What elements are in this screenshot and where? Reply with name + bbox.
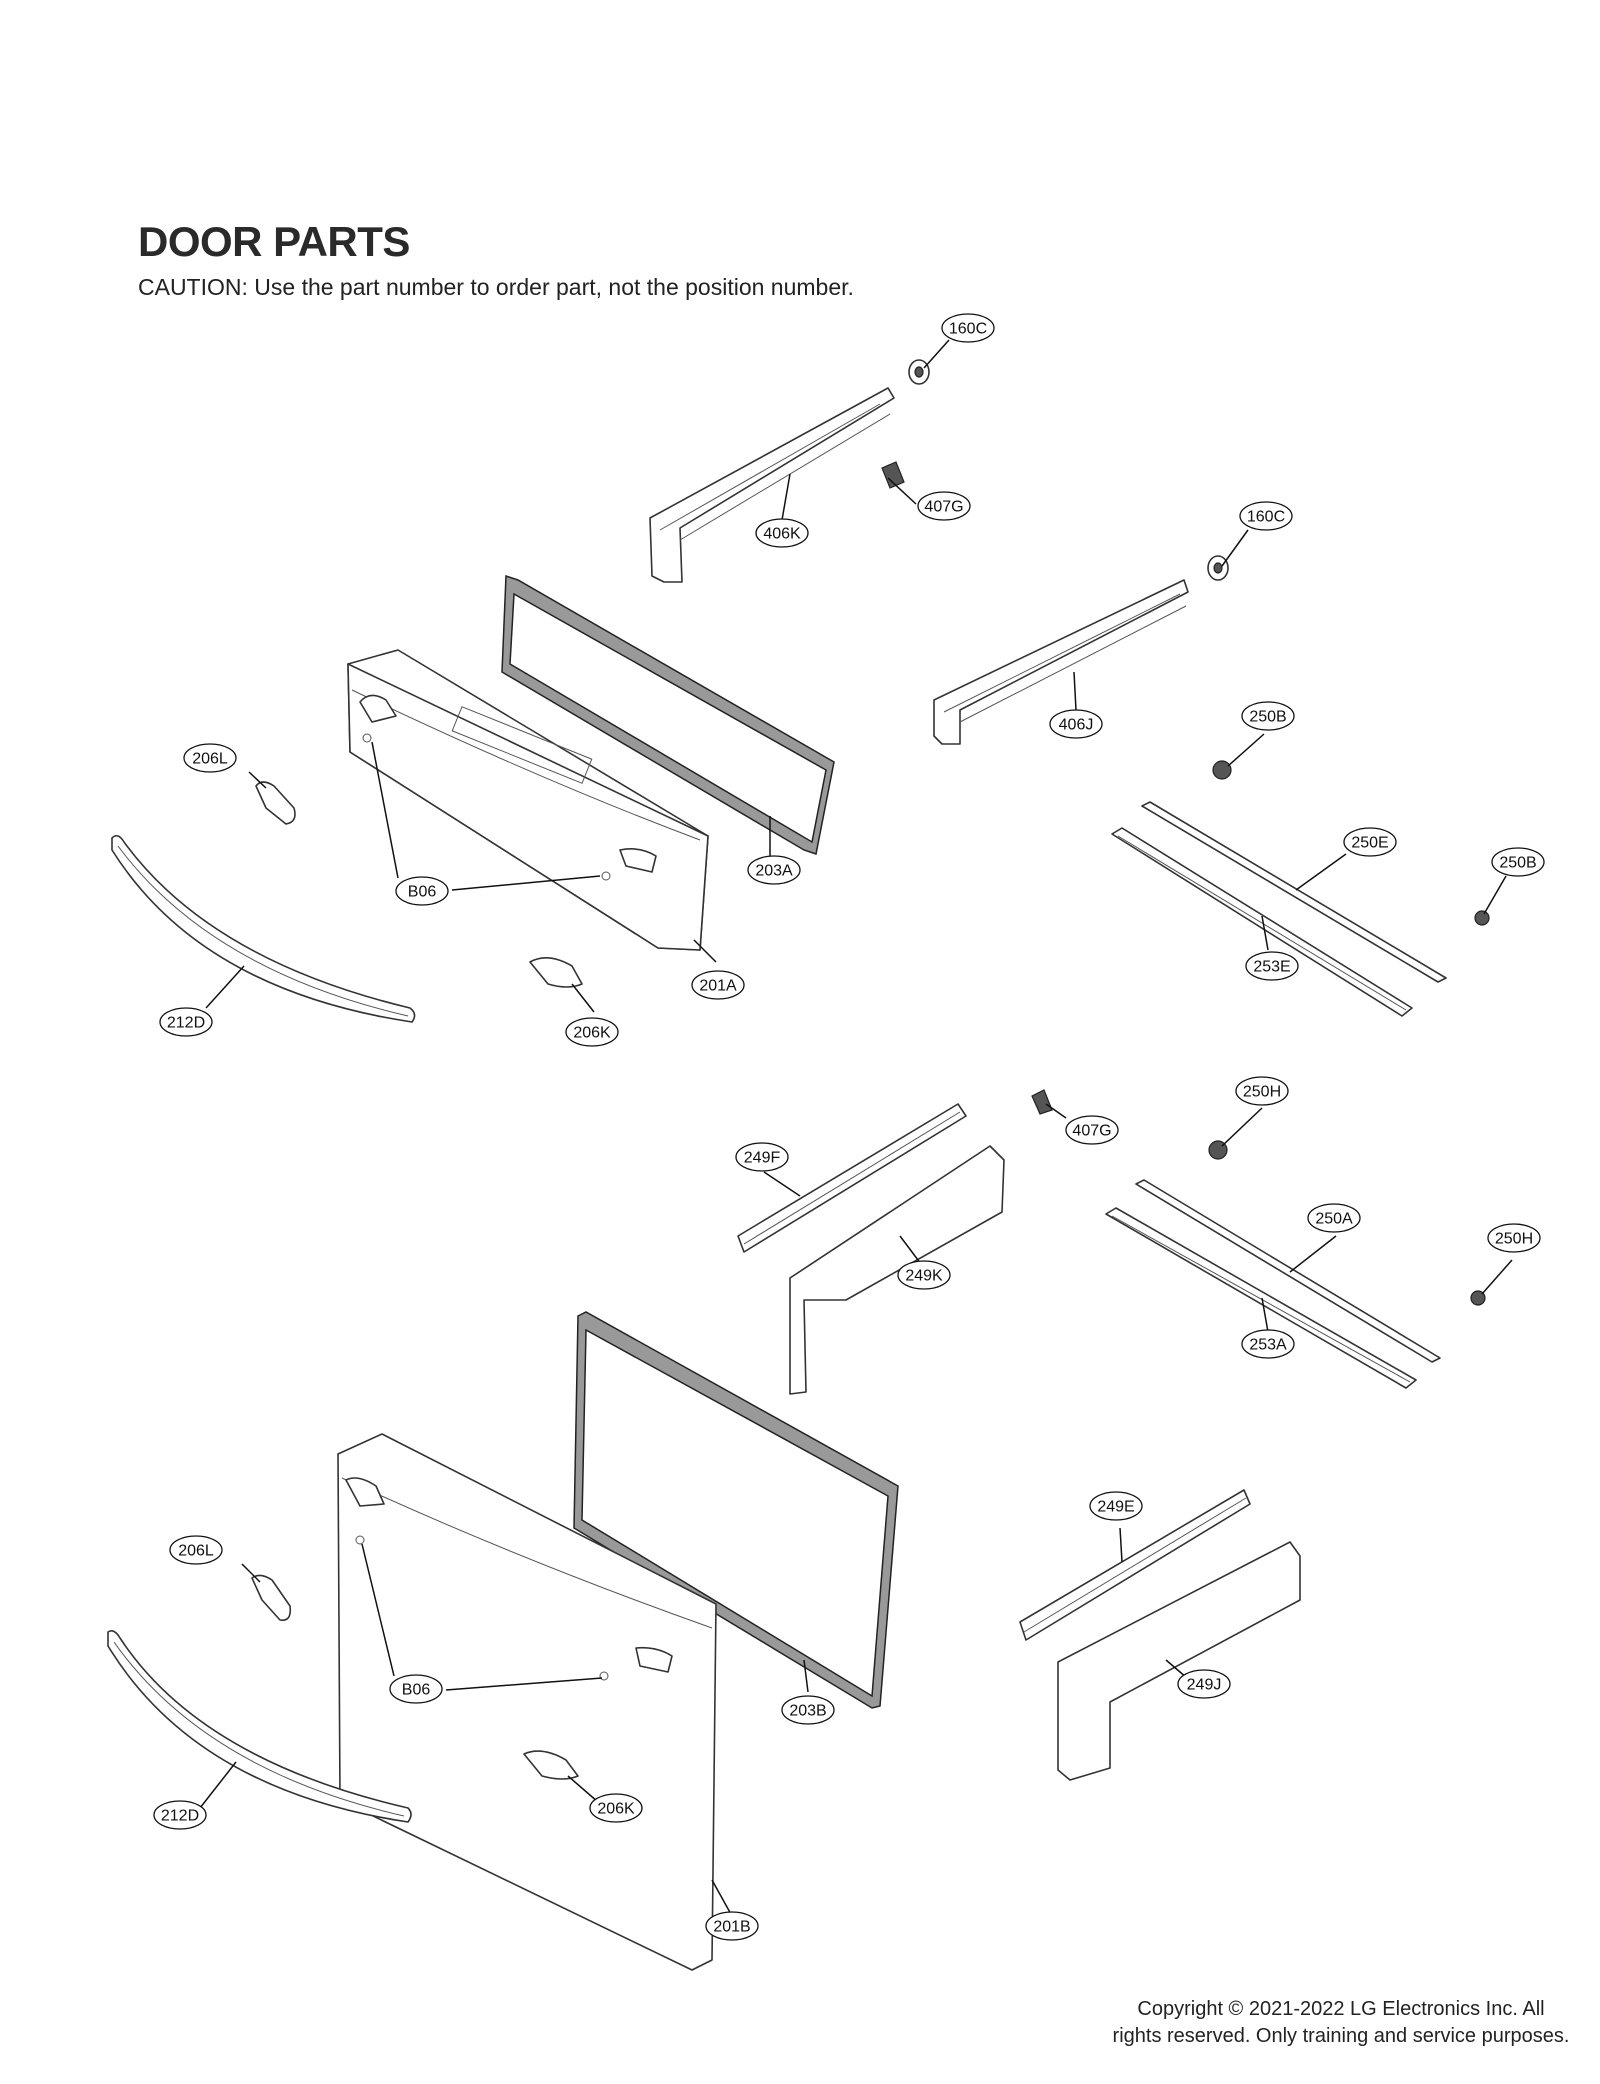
- part-249j-bracket: [1057, 1541, 1301, 1781]
- part-253e-rack: [1111, 827, 1413, 1017]
- callout-label: 249K: [905, 1268, 943, 1285]
- part-406k-rail: [649, 387, 895, 583]
- part-250b-gear-upper: [1212, 760, 1232, 780]
- part-160c-wheel-second: [1207, 555, 1229, 581]
- callout-160c: 160C: [1239, 501, 1293, 531]
- part-249e-slide: [1019, 1489, 1251, 1641]
- part-160c-wheel-top: [908, 359, 930, 385]
- callout-250e: 250E: [1343, 827, 1397, 857]
- callout-label: 407G: [924, 499, 963, 516]
- part-407g-clip-top: [881, 461, 905, 489]
- callout-b06: B06: [395, 876, 449, 906]
- part-206k-upper: [529, 957, 583, 988]
- callout-250h: 250H: [1487, 1223, 1541, 1253]
- callout-407g: 407G: [1065, 1115, 1119, 1145]
- page-title: DOOR PARTS: [138, 218, 410, 265]
- callout-203a: 203A: [747, 855, 801, 885]
- callout-label: 206L: [178, 1543, 214, 1560]
- part-249f-slide: [737, 1103, 967, 1253]
- callout-label: 249F: [744, 1150, 781, 1167]
- part-212d-lower: [107, 1630, 412, 1823]
- callout-label: 250H: [1495, 1231, 1533, 1248]
- callout-250a: 250A: [1307, 1203, 1361, 1233]
- caution-note: CAUTION: Use the part number to order pa…: [138, 274, 854, 300]
- callout-label: 201B: [713, 1919, 750, 1936]
- callout-label: 407G: [1072, 1123, 1111, 1140]
- part-406j-rail: [933, 579, 1189, 745]
- callout-label: 203A: [755, 863, 793, 880]
- callout-label: 212D: [167, 1015, 205, 1032]
- callout-249f: 249F: [735, 1142, 789, 1172]
- callout-201a: 201A: [691, 970, 745, 1000]
- callout-label: B06: [408, 884, 437, 901]
- callout-206k: 206K: [565, 1017, 619, 1047]
- callout-249k: 249K: [897, 1260, 951, 1290]
- callout-label: 253A: [1249, 1337, 1287, 1354]
- part-203a-upper: [501, 574, 835, 855]
- callout-label: B06: [402, 1682, 431, 1699]
- callout-label: 250B: [1249, 709, 1286, 726]
- part-212d-upper: [111, 834, 416, 1023]
- part-250b-gear-right: [1474, 910, 1490, 926]
- part-249k-bracket: [789, 1145, 1005, 1395]
- callout-206k: 206K: [589, 1793, 643, 1823]
- callout-212d: 212D: [153, 1800, 207, 1830]
- callout-label: 206L: [192, 751, 228, 768]
- callout-212d: 212D: [159, 1007, 213, 1037]
- callout-406k: 406K: [755, 518, 809, 548]
- part-201a-upper: [347, 649, 709, 951]
- callout-label: 406J: [1059, 717, 1094, 734]
- callout-b06: B06: [389, 1674, 443, 1704]
- callout-label: 201A: [699, 978, 737, 995]
- part-206l-lower: [251, 1574, 292, 1622]
- part-253a-rack: [1105, 1207, 1417, 1389]
- callout-253e: 253E: [1245, 951, 1299, 981]
- callout-label: 250E: [1351, 835, 1388, 852]
- part-206k-lower: [523, 1750, 579, 1780]
- copyright-notice: Copyright © 2021-2022 LG Electronics Inc…: [1112, 1998, 1570, 2047]
- callout-206l: 206L: [169, 1535, 223, 1565]
- callout-249e: 249E: [1089, 1491, 1143, 1521]
- callout-label: 203B: [789, 1703, 826, 1720]
- callout-160c: 160C: [941, 313, 995, 343]
- callout-label: 250A: [1315, 1211, 1353, 1228]
- part-203b-gasket: [573, 1311, 899, 1709]
- callout-201b: 201B: [705, 1911, 759, 1941]
- callout-407g: 407G: [917, 491, 971, 521]
- part-250e-shaft: [1141, 801, 1447, 983]
- callout-206l: 206L: [183, 743, 237, 773]
- callout-label: 160C: [1247, 509, 1285, 526]
- part-250h-gear-right: [1470, 1290, 1486, 1306]
- part-250a-shaft: [1135, 1179, 1441, 1363]
- callout-label: 406K: [763, 526, 801, 543]
- callout-250b: 250B: [1241, 701, 1295, 731]
- callout-label: 206K: [597, 1801, 635, 1818]
- callout-250h: 250H: [1235, 1076, 1289, 1106]
- part-407g-clip-lower: [1031, 1089, 1053, 1115]
- callout-label: 212D: [161, 1808, 199, 1825]
- callout-203b: 203B: [781, 1695, 835, 1725]
- callout-label: 250H: [1243, 1084, 1281, 1101]
- callout-406j: 406J: [1049, 709, 1103, 739]
- callout-label: 249J: [1187, 1677, 1222, 1694]
- callout-249j: 249J: [1177, 1669, 1231, 1699]
- callout-label: 160C: [949, 321, 987, 338]
- callout-label: 250B: [1499, 855, 1536, 872]
- callout-label: 249E: [1097, 1499, 1134, 1516]
- part-206l-upper: [255, 781, 296, 825]
- callout-250b: 250B: [1491, 847, 1545, 877]
- callout-label: 206K: [573, 1025, 611, 1042]
- callout-253a: 253A: [1241, 1329, 1295, 1359]
- leader-lines: [199, 339, 1513, 1917]
- callout-layer: 160C 407G 406K 160C 406J 250B 206L 203A 250E 250B…: [153, 313, 1545, 1941]
- callout-label: 253E: [1253, 959, 1290, 976]
